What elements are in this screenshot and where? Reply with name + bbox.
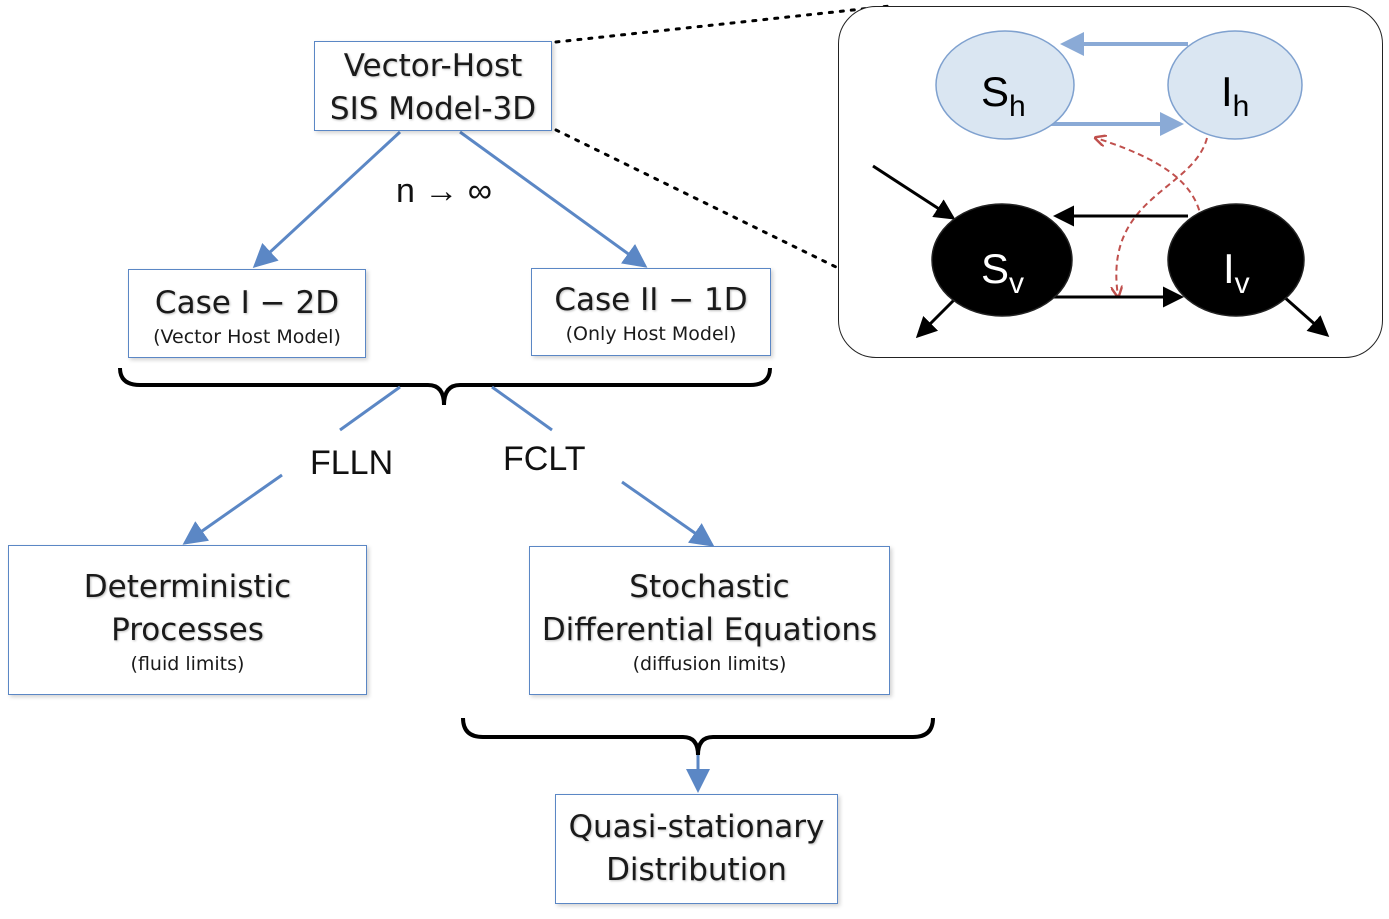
stochastic-line2: Differential Equations xyxy=(541,612,878,648)
arrow-flln-upper xyxy=(339,385,401,432)
box-title-line1: Vector-Host xyxy=(343,48,523,84)
case2-title: Case II − 1D xyxy=(554,282,748,318)
quasi-line1: Quasi-stationary xyxy=(568,809,825,845)
sv-label: Sv xyxy=(981,245,1024,300)
arrow-flln-lower xyxy=(182,473,283,545)
compartment-model-panel: Sh Ih Sv Iv xyxy=(838,6,1383,358)
brace-cases xyxy=(118,367,772,406)
case1-subtitle: (Vector Host Model) xyxy=(153,326,341,348)
ih-label: Ih xyxy=(1221,68,1249,123)
deterministic-box: Deterministic Processes (fluid limits) xyxy=(8,545,367,695)
quasi-line2: Distribution xyxy=(606,852,787,888)
vector-infected-node xyxy=(1166,202,1305,317)
stochastic-box: Stochastic Differential Equations (diffu… xyxy=(529,546,890,695)
arrow-fclt-upper xyxy=(491,385,553,432)
infected-vector-death-arrow xyxy=(1281,294,1329,337)
deterministic-subtitle: (fluid limits) xyxy=(130,653,245,675)
vector-susceptible-node xyxy=(930,202,1073,317)
susceptible-vector-death-arrow xyxy=(915,296,957,338)
host-infected-node xyxy=(1166,29,1303,140)
arrow-to-case2 xyxy=(459,130,648,268)
flln-label: FLLN xyxy=(310,444,394,482)
brace-sde xyxy=(461,717,935,756)
vector-to-host-infection-arrow xyxy=(1096,138,1204,250)
vector-birth-arrow xyxy=(871,164,956,220)
case2-box: Case II − 1D (Only Host Model) xyxy=(531,268,771,356)
box-title-line2: SIS Model-3D xyxy=(329,91,537,127)
compartment-model-canvas: Sh Ih Sv Iv xyxy=(871,29,1329,338)
sh-label: Sh xyxy=(981,68,1026,123)
quasi-stationary-box: Quasi-stationary Distribution xyxy=(555,794,838,904)
iv-label: Iv xyxy=(1223,245,1250,300)
case2-subtitle: (Only Host Model) xyxy=(565,323,737,345)
stochastic-subtitle: (diffusion limits) xyxy=(632,653,787,675)
zoom-line-bottom xyxy=(554,128,840,270)
arrow-to-case1 xyxy=(252,130,402,269)
zoom-line-top xyxy=(554,4,892,44)
case1-box: Case I − 2D (Vector Host Model) xyxy=(128,269,366,358)
deterministic-line1: Deterministic xyxy=(83,569,292,605)
stochastic-line1: Stochastic xyxy=(629,569,790,605)
host-to-vector-infection-arrow xyxy=(1116,137,1208,296)
fclt-label: FCLT xyxy=(503,440,586,478)
case1-title: Case I − 2D xyxy=(154,285,340,321)
arrow-fclt-lower xyxy=(621,480,715,547)
vector-host-model-box: Vector-Host SIS Model-3D xyxy=(314,41,552,131)
deterministic-line2: Processes xyxy=(111,612,264,648)
host-susceptible-node xyxy=(934,29,1075,140)
limit-label: n → ∞ xyxy=(390,172,499,211)
